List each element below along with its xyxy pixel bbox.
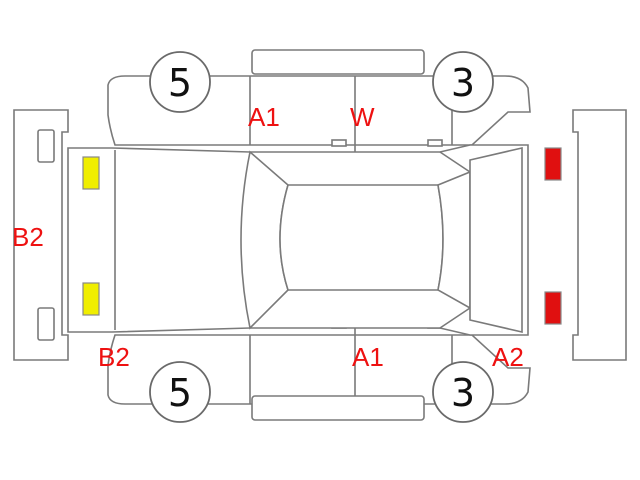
vehicle-body-top-view — [67, 144, 529, 336]
front-right-lamp — [544, 291, 562, 325]
damage-right-rear-quarter: B2 — [98, 342, 130, 372]
rear-bumper — [13, 109, 69, 361]
damage-right-front-fender: A2 — [492, 342, 524, 372]
damage-left-front-door: W — [350, 102, 375, 132]
wheel-front-left: 3 — [432, 51, 494, 113]
windshield — [437, 170, 471, 310]
damage-rear-bumper: B2 — [12, 222, 44, 252]
rear-right-lamp — [82, 282, 100, 316]
wheel-rear-right: 5 — [149, 361, 211, 423]
tread-depth-rear-left: 5 — [168, 61, 192, 105]
tread-depth-rear-right: 5 — [168, 371, 192, 415]
front-left-lamp — [544, 147, 562, 181]
left-side-step — [251, 49, 425, 75]
rear-reflector-top — [37, 129, 55, 163]
left-rear-door-handle — [331, 139, 347, 147]
roof — [279, 184, 444, 291]
tread-depth-front-left: 3 — [451, 61, 475, 105]
damage-right-front-door: A1 — [352, 342, 384, 372]
hood — [469, 146, 523, 334]
damage-left-rear-door: A1 — [248, 102, 280, 132]
rear-reflector-bottom — [37, 307, 55, 341]
right-side-step — [251, 395, 425, 421]
left-front-door-handle — [427, 139, 443, 147]
wheel-rear-left: 5 — [149, 51, 211, 113]
rear-left-lamp — [82, 156, 100, 190]
tread-depth-front-right: 3 — [451, 371, 475, 415]
wheel-front-right: 3 — [432, 361, 494, 423]
front-bumper — [572, 109, 627, 361]
